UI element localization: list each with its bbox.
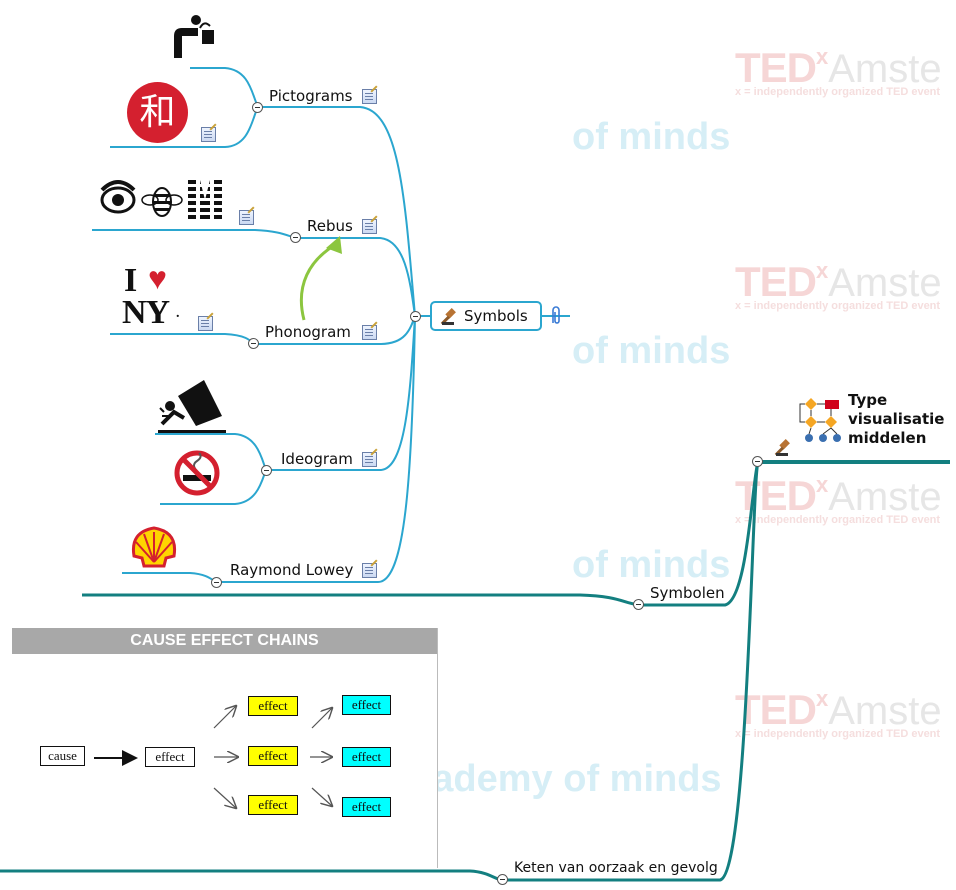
minds-watermark-3: of minds xyxy=(572,544,731,586)
node-pictograms[interactable]: Pictograms xyxy=(269,87,353,105)
effect-box: effect xyxy=(248,795,298,815)
effect-box: effect xyxy=(145,747,195,767)
collapse-button-keten[interactable] xyxy=(497,874,508,885)
gavel-icon xyxy=(774,439,790,456)
minds-watermark-2: of minds xyxy=(572,330,731,372)
node-rebus[interactable]: Rebus xyxy=(307,217,353,235)
gavel-icon xyxy=(440,308,456,325)
note-icon[interactable] xyxy=(362,563,377,578)
collapse-button-pictograms[interactable] xyxy=(252,102,263,113)
heart-icon: ♥ xyxy=(148,260,167,296)
minds-watermark-4: academy of minds xyxy=(390,758,722,800)
ny-letters: NY xyxy=(122,294,170,331)
i-love-ny-phonogram: I ♥ NY . xyxy=(122,260,182,332)
effect-box: effect xyxy=(342,797,391,817)
note-icon[interactable] xyxy=(201,127,216,142)
eye-icon xyxy=(100,180,136,214)
cause-effect-chains-panel: CAUSE EFFECT CHAINS cause effect effect … xyxy=(12,628,438,868)
note-icon[interactable] xyxy=(362,452,377,467)
ny-letter-i: I xyxy=(124,262,138,299)
note-icon[interactable] xyxy=(362,219,377,234)
cause-box: cause xyxy=(40,746,85,766)
tedx-watermark-2: TEDxAmste x = independently organized TE… xyxy=(735,258,942,312)
note-icon[interactable] xyxy=(362,325,377,340)
note-icon[interactable] xyxy=(239,210,254,225)
flowchart-icon xyxy=(799,398,841,442)
central-node-label: Symbols xyxy=(464,307,528,325)
collapse-button-raymond-lowey[interactable] xyxy=(211,577,222,588)
collapse-button-ideogram[interactable] xyxy=(261,465,272,476)
collapse-button-type[interactable] xyxy=(752,456,763,467)
note-icon[interactable] xyxy=(362,89,377,104)
collapse-button-symbols[interactable] xyxy=(410,311,421,322)
node-symbolen[interactable]: Symbolen xyxy=(650,584,725,602)
collapse-button-phonogram[interactable] xyxy=(248,338,259,349)
node-ideogram[interactable]: Ideogram xyxy=(281,450,353,468)
ny-dot: . xyxy=(176,306,180,321)
tedx-watermark-1: TEDxAmste x = independently organized TE… xyxy=(735,44,942,98)
node-phonogram[interactable]: Phonogram xyxy=(265,323,351,341)
eye-bee-m-rebus xyxy=(100,180,222,220)
cause-effect-arrows xyxy=(94,654,437,868)
kanji-circle-pictogram: 和 xyxy=(127,82,188,143)
minds-watermark-1: of minds xyxy=(572,116,731,158)
collapse-button-rebus[interactable] xyxy=(290,232,301,243)
drinking-fountain-pictogram xyxy=(174,15,214,58)
central-node-symbols[interactable]: Symbols xyxy=(430,301,542,331)
node-type-visualisatie-middelen[interactable]: Type visualisatie middelen xyxy=(848,391,945,447)
effect-box: effect xyxy=(342,695,391,715)
node-raymond-lowey[interactable]: Raymond Lowey xyxy=(230,561,354,579)
effect-box: effect xyxy=(342,747,391,767)
falling-rock-ideogram xyxy=(158,380,226,433)
tedx-watermark-4: TEDxAmste x = independently organized TE… xyxy=(735,686,942,740)
cause-effect-title: CAUSE EFFECT CHAINS xyxy=(12,628,437,654)
bee-icon xyxy=(141,187,183,217)
note-icon[interactable] xyxy=(198,316,213,331)
no-smoking-ideogram xyxy=(174,450,220,496)
effect-box: effect xyxy=(248,696,298,716)
shell-logo xyxy=(131,526,177,568)
paperclip-icon[interactable] xyxy=(549,305,563,327)
effect-box: effect xyxy=(248,746,298,766)
node-keten-van-oorzaak-en-gevolg[interactable]: Keten van oorzaak en gevolg xyxy=(514,860,718,876)
tedx-watermark-3: TEDxAmste x = independently organized TE… xyxy=(735,472,942,526)
collapse-button-symbolen[interactable] xyxy=(633,599,644,610)
